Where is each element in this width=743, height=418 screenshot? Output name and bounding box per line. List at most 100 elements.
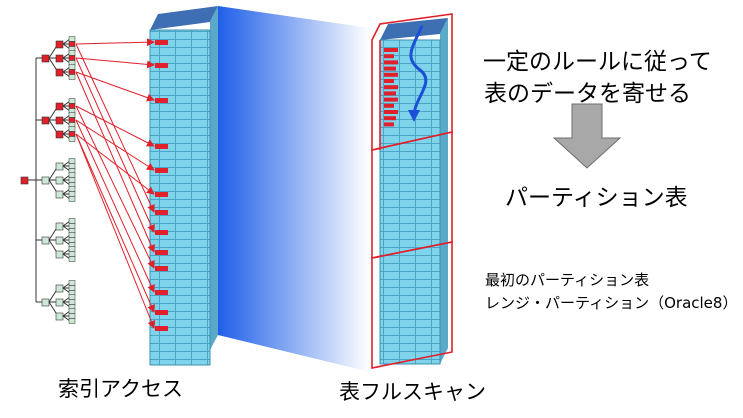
index-leaf-node [68, 172, 76, 178]
highlighted-row [384, 48, 398, 52]
highlighted-row [384, 97, 398, 102]
index-leaf-node [68, 308, 76, 314]
highlighted-row [155, 250, 168, 255]
index-pointer-arrow [75, 105, 155, 269]
partition-1-outline [371, 13, 453, 151]
index-leaf-node [68, 163, 76, 169]
index-leaf-node [68, 232, 76, 238]
highlighted-row [155, 192, 168, 197]
left-table-top-face [150, 6, 218, 30]
index-leaf-node [68, 117, 76, 123]
left-table-side-face [210, 6, 218, 350]
index-leaf-node [68, 223, 76, 229]
index-sub-node [55, 222, 64, 231]
highlighted-row [155, 326, 168, 331]
index-leaf-node [68, 246, 76, 252]
index-leaf-node [68, 131, 76, 137]
index-sub-node [55, 130, 64, 139]
index-pointer-arrows [75, 38, 156, 329]
heading-line-1: 一定のルールに従って [483, 49, 712, 75]
index-sub-node [55, 190, 64, 199]
index-branch-node [41, 236, 50, 245]
index-pointer-arrow [75, 71, 155, 253]
right-table-top-face [380, 18, 448, 40]
heading-line-2: 表のデータを寄せる [484, 81, 691, 107]
index-leaf-node [68, 196, 76, 202]
left-table-highlighted-rows [155, 40, 168, 331]
index-leaf-node [68, 50, 76, 56]
highlighted-row [384, 91, 396, 96]
index-leaf-node [68, 237, 76, 243]
scan-arrow-icon [408, 25, 428, 122]
index-sub-node [55, 298, 64, 307]
index-sub-node [55, 250, 64, 259]
index-leaf-node [68, 251, 76, 257]
index-leaf-node [68, 112, 76, 118]
index-branch-node [41, 298, 50, 307]
index-sub-node [55, 162, 64, 171]
index-leaf-node [68, 126, 76, 132]
index-pointer-arrow [75, 133, 155, 313]
index-leaf-node [68, 191, 76, 197]
highlighted-row [384, 60, 398, 65]
index-sub-node [55, 40, 64, 49]
right-table [379, 18, 448, 365]
index-branch-node [41, 116, 50, 125]
highlighted-row [384, 79, 394, 83]
index-sub-node [55, 284, 64, 293]
highlighted-row [384, 110, 398, 114]
index-leaf-node [68, 285, 76, 291]
highlighted-row [155, 290, 168, 295]
index-leaf-node [68, 218, 76, 224]
index-sub-node [55, 116, 64, 125]
projection-beam [218, 6, 370, 372]
index-leaf-node [68, 36, 76, 42]
index-leaf-node [68, 186, 76, 192]
index-sub-node [55, 102, 64, 111]
index-leaf-node [68, 177, 76, 183]
index-pointer-arrow [75, 38, 155, 47]
index-sub-node [55, 176, 64, 185]
right-table-side-face [440, 18, 448, 364]
index-root-node [20, 176, 29, 185]
highlighted-row [155, 266, 168, 271]
highlighted-row [155, 168, 168, 173]
left-table-front-face [149, 29, 211, 366]
index-leaf-node [68, 256, 76, 262]
index-leaf-node [68, 294, 76, 300]
index-sub-node [55, 236, 64, 245]
index-leaf-node [68, 318, 76, 324]
index-tree [20, 36, 76, 324]
highlighted-row [384, 85, 398, 90]
index-leaf-node [68, 64, 76, 70]
index-leaf-node [68, 74, 76, 80]
index-leaf-node [68, 313, 76, 319]
index-branch-node [41, 176, 50, 185]
index-pointer-arrow [75, 57, 155, 233]
right-table-highlighted-rows [384, 48, 398, 127]
note-line-2: レンジ・パーティション（Oracle8） [485, 294, 738, 312]
down-arrow-icon [552, 103, 622, 169]
highlighted-row [384, 116, 396, 121]
highlighted-row [155, 144, 168, 149]
partition-3-outline [371, 241, 453, 369]
index-pointer-arrow [75, 57, 155, 69]
full-scan-caption: 表フルスキャン [339, 380, 486, 404]
index-leaf-node [68, 299, 76, 305]
index-branch-node [41, 54, 50, 63]
index-leaf-node [68, 69, 76, 75]
highlighted-row [384, 122, 394, 127]
index-access-caption: 索引アクセス [58, 377, 183, 401]
index-leaf-node [68, 41, 76, 47]
highlighted-row [384, 54, 394, 59]
highlighted-row [155, 210, 168, 215]
index-leaf-node [68, 55, 76, 61]
highlighted-row [155, 63, 168, 68]
highlighted-row [155, 230, 168, 235]
highlighted-row [155, 40, 168, 45]
highlighted-row [155, 310, 168, 315]
index-leaf-node [68, 158, 76, 164]
partition-boundaries [371, 13, 453, 369]
